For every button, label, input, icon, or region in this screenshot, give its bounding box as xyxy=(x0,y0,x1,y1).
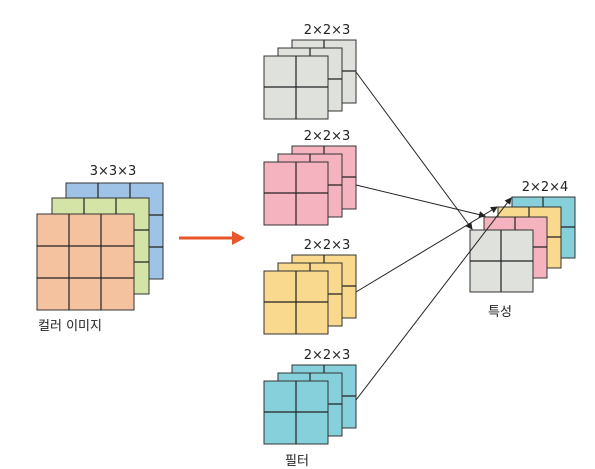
output-feature-stack: 2×2×4 특성 xyxy=(469,180,576,320)
connector-yellow xyxy=(355,206,498,293)
filter-yellow-dimension-label: 2×2×3 xyxy=(304,238,351,253)
input-dimension-label: 3×3×3 xyxy=(90,164,137,179)
connector-pink xyxy=(355,184,486,219)
connector-arrows xyxy=(355,71,512,401)
output-caption: 특성 xyxy=(488,305,512,320)
connector-cyan xyxy=(355,197,512,401)
input-layer-orange xyxy=(36,213,135,311)
filter-gray: 2×2×3 xyxy=(263,23,357,120)
input-caption: 컬러 이미지 xyxy=(38,319,102,334)
input-image-stack: 3×3×3 컬러 이미지 xyxy=(36,164,164,334)
filter-pink-dimension-label: 2×2×3 xyxy=(304,129,351,144)
filter-cyan: 2×2×3 필터 xyxy=(263,348,357,469)
filter-gray-dimension-label: 2×2×3 xyxy=(304,23,351,38)
connector-gray xyxy=(355,71,473,230)
output-layer-gray xyxy=(469,229,534,293)
filter-yellow: 2×2×3 xyxy=(263,238,357,335)
filter-cyan-dimension-label: 2×2×3 xyxy=(304,348,351,363)
filter-pink: 2×2×3 xyxy=(263,129,357,226)
convolution-arrow xyxy=(179,231,245,245)
output-dimension-label: 2×2×4 xyxy=(522,180,569,195)
filter-caption: 필터 xyxy=(285,454,309,469)
